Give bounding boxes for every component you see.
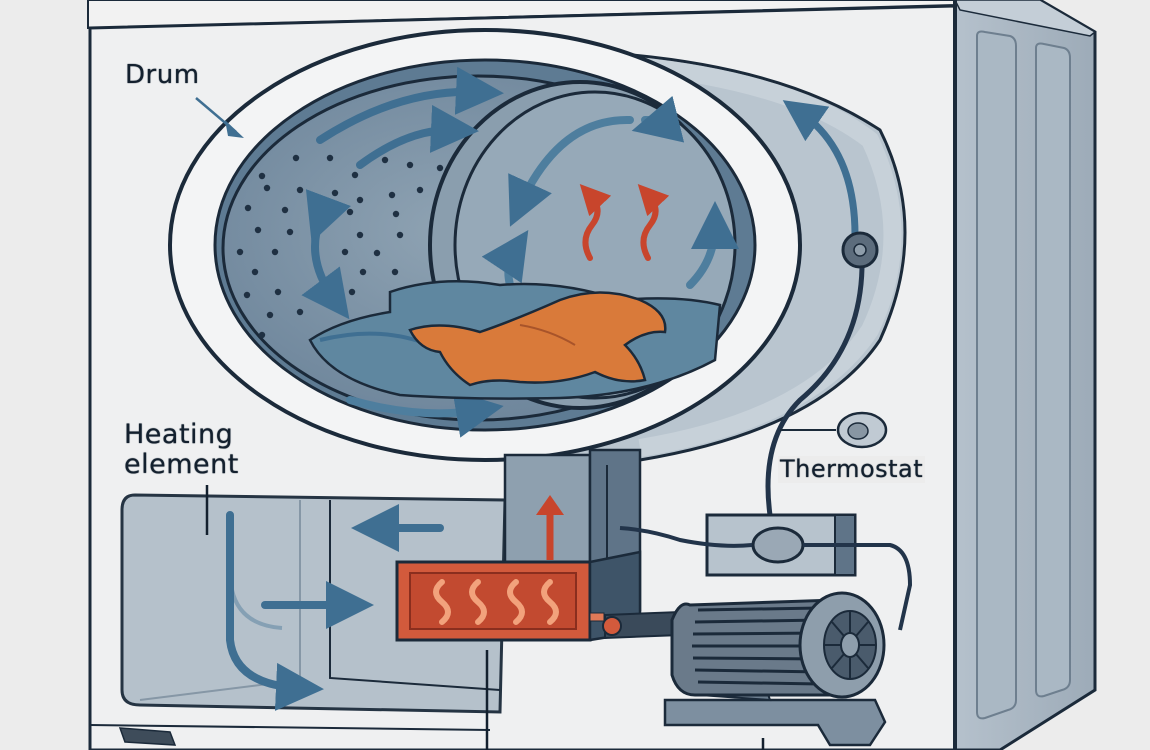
thermostat-label: Thermostat — [778, 455, 926, 483]
motor — [602, 591, 887, 750]
thermostat — [619, 411, 913, 631]
drum-label: Drum — [125, 60, 200, 90]
clothes — [308, 280, 722, 400]
drum-airflow-arrows — [301, 66, 739, 438]
heating-element-label: Heating element — [124, 419, 239, 481]
heating-element-label-line1: Heating — [124, 419, 234, 450]
heating-element-label-line2: element — [124, 449, 239, 481]
drum — [168, 28, 802, 462]
heat-rising-arrows — [579, 184, 670, 261]
